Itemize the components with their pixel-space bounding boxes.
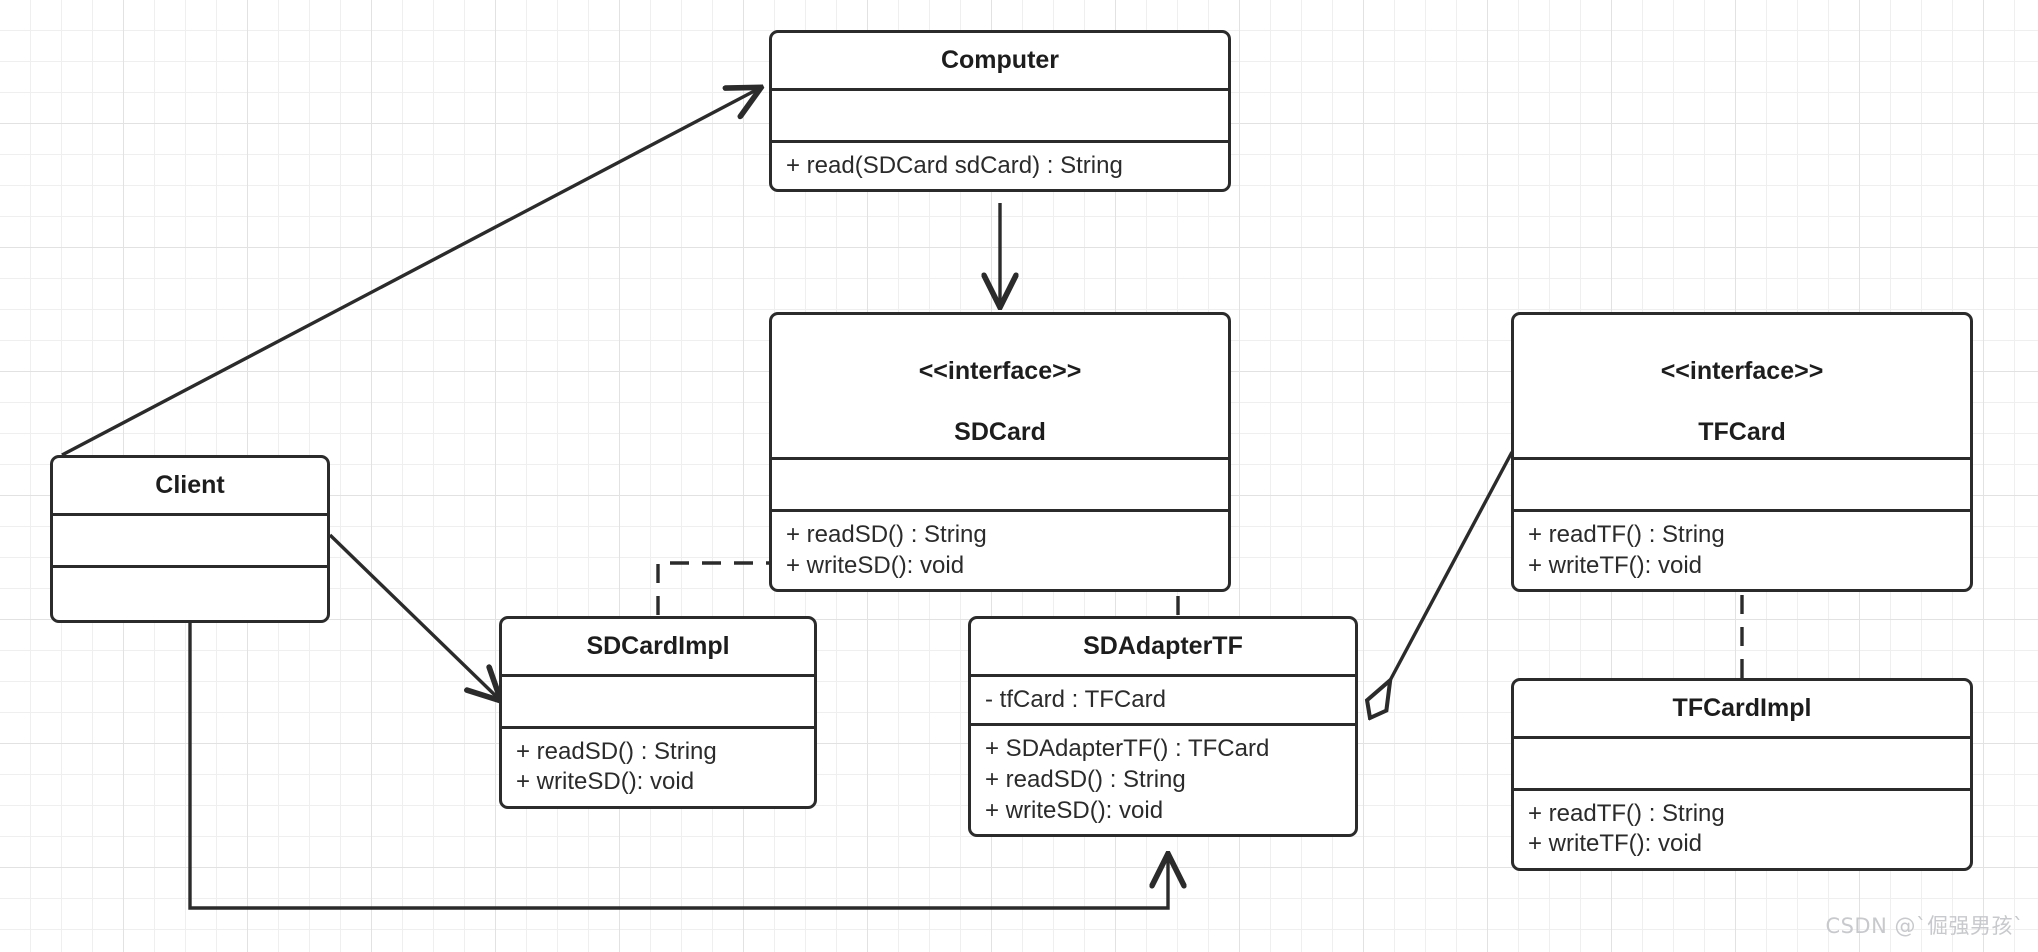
class-stereotype-tfcard: <<interface>> [1660,356,1824,385]
class-name-tfcard: TFCard [1698,417,1786,446]
csdn-watermark: CSDN @`倔强男孩` [1825,914,2024,938]
class-attributes-tfcardimpl [1514,739,1970,791]
class-attributes-sdcardimpl [502,677,814,729]
method-line: + writeTF(): void [1528,830,1703,858]
class-attributes-sdcard [772,460,1228,512]
class-box-client[interactable]: Client [50,455,330,623]
edge-client-to-sdcardimpl [328,533,500,700]
class-methods-sdcard: + readSD() : String + writeSD(): void [772,512,1228,589]
method-line: + readTF() : String [1528,799,1725,827]
method-line: + SDAdapterTF() : TFCard [985,735,1270,763]
class-stereotype-sdcard: <<interface>> [918,356,1082,385]
class-box-sdcardimpl[interactable]: SDCardImpl + readSD() : String + writeSD… [499,616,817,809]
method-line: + read(SDCard sdCard) : String [786,151,1123,179]
class-methods-client [53,568,327,620]
method-line: + writeSD(): void [516,768,695,796]
class-methods-tfcard: + readTF() : String + writeTF(): void [1514,512,1970,589]
class-name-sdcard: SDCard [954,417,1046,446]
class-title-client: Client [53,458,327,516]
method-line: + writeSD(): void [985,796,1164,824]
class-attributes-sdadaptertf: - tfCard : TFCard [971,677,1355,727]
class-title-sdcardimpl: SDCardImpl [502,619,814,677]
class-methods-sdadaptertf: + SDAdapterTF() : TFCard + readSD() : St… [971,726,1355,834]
class-box-sdadaptertf[interactable]: SDAdapterTF - tfCard : TFCard + SDAdapte… [968,616,1358,838]
method-line: + readSD() : String [985,765,1186,793]
class-title-tfcardimpl: TFCardImpl [1514,681,1970,739]
class-methods-tfcardimpl: + readTF() : String + writeTF(): void [1514,791,1970,868]
class-methods-computer: + read(SDCard sdCard) : String [772,143,1228,190]
class-title-computer: Computer [772,33,1228,91]
method-line: + writeSD(): void [786,551,965,579]
class-box-computer[interactable]: Computer + read(SDCard sdCard) : String [769,30,1231,193]
edge-sdadaptertf-aggregates-tfcard [1370,451,1514,718]
class-box-tfcardimpl[interactable]: TFCardImpl + readTF() : String + writeTF… [1511,678,1973,871]
method-line: + readSD() : String [786,521,987,548]
class-title-tfcard: <<interface>> TFCard [1514,315,1970,460]
class-attributes-client [53,516,327,568]
method-line: + readTF() : String [1528,521,1725,548]
class-attributes-tfcard [1514,460,1970,512]
class-box-tfcard[interactable]: <<interface>> TFCard + readTF() : String… [1511,312,1973,593]
class-attributes-computer [772,91,1228,143]
class-title-sdadaptertf: SDAdapterTF [971,619,1355,677]
method-line: + writeTF(): void [1528,551,1703,579]
class-title-sdcard: <<interface>> SDCard [772,315,1228,460]
attribute-line: - tfCard : TFCard [985,685,1166,713]
method-line: + readSD() : String [516,737,717,765]
edge-client-to-computer [61,88,760,457]
class-box-sdcard[interactable]: <<interface>> SDCard + readSD() : String… [769,312,1231,593]
class-methods-sdcardimpl: + readSD() : String + writeSD(): void [502,729,814,806]
